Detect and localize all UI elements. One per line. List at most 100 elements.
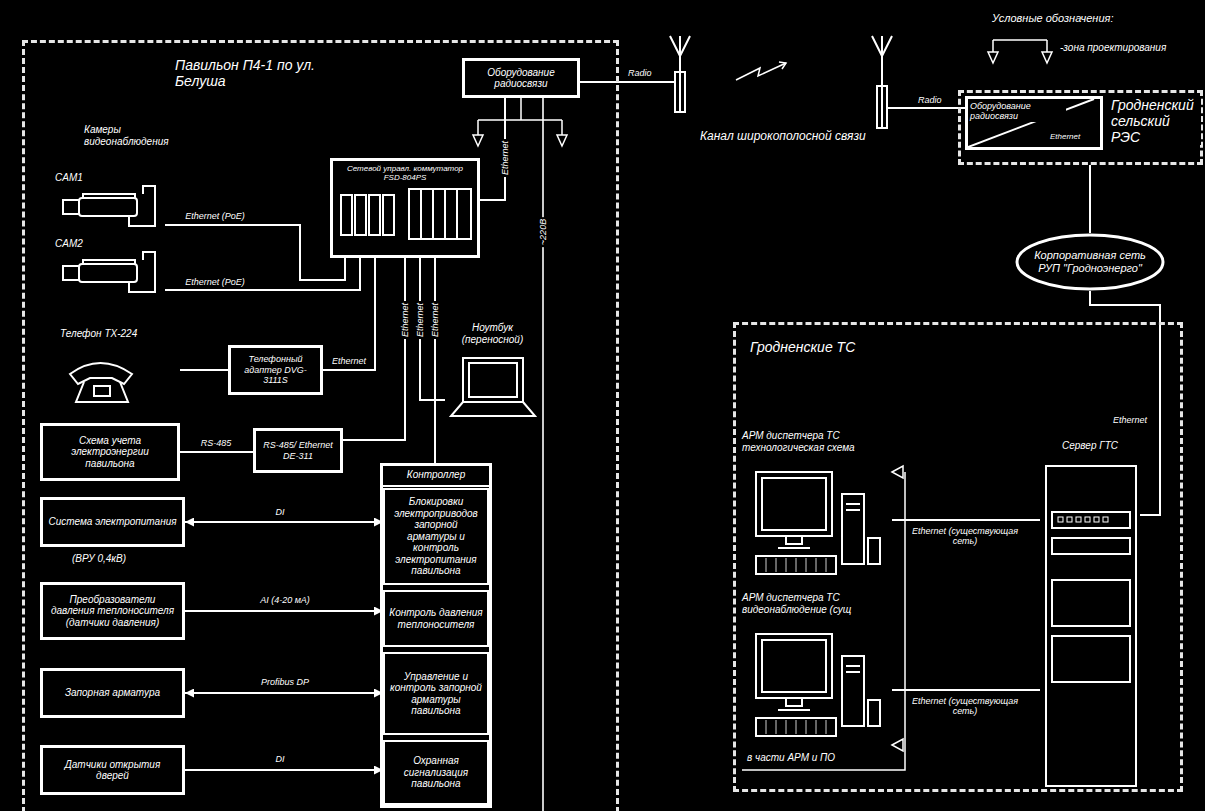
signal-label: RS-485 (199, 438, 234, 448)
converter-box: RS-485/ Ethernet DE-311 (253, 428, 343, 473)
node-text: Датчики открытия дверей (47, 759, 178, 782)
signal-label: Ethernet (1111, 415, 1149, 425)
network-switch-box: Сетевой управл. коммутатор FSD-804PS (330, 158, 480, 258)
design-zone-region: Павильон П4-1 по ул. Белуша Оборудование … (22, 40, 619, 811)
note-label: в части АРМ и ПО (745, 752, 837, 764)
signal-label: Ethernet (500, 139, 510, 177)
node-text: RS-485/ Ethernet DE-311 (260, 440, 336, 461)
node-text: Сервер ГТС (1062, 440, 1118, 452)
antenna-left (580, 36, 690, 112)
signal-label: Ethernet (430, 301, 440, 339)
workstation-icon (742, 592, 892, 747)
connector (185, 769, 383, 771)
connector (434, 258, 436, 463)
connector (1089, 165, 1091, 233)
node-text: АРМ диспетчера ТС технологическая схема (742, 430, 892, 453)
node-text: CAM1 (55, 172, 83, 184)
radio-link-symbol (736, 62, 786, 80)
node-text: Запорная арматура (65, 687, 160, 699)
node-text: АРМ диспетчера ТС видеонаблюдение (сущ (742, 592, 892, 615)
heat-network-region: Гродненские ТС АРМ диспетчера ТС технолог… (733, 322, 1183, 792)
telephone: Телефон TX-224 (60, 328, 180, 408)
signal-label: AI (4-20 мА) (258, 595, 312, 605)
signal-label: DI (274, 754, 287, 764)
signal-label: Ethernet (PoE) (183, 211, 247, 221)
laptop: Ноутбук (переносной) (445, 322, 540, 425)
region-heading: Гродненский сельский РЭС (1111, 97, 1201, 145)
node-text: Оборудование радиосвязи (469, 67, 573, 90)
connector (892, 519, 1040, 521)
connector (165, 225, 345, 280)
phone-adapter-box: Телефонный адаптер DVG-3111S (228, 345, 323, 395)
door-sensor-box: Датчики открытия дверей (40, 745, 185, 795)
legend-text: -зона проектирования (1058, 42, 1168, 54)
controller-function: Контроль давления теплоносителя (383, 590, 489, 647)
power-line (542, 98, 544, 811)
signal-label: Ethernet (330, 356, 368, 366)
workstation: АРМ диспетчера ТС видеонаблюдение (сущ (742, 592, 892, 747)
node-text: Корпоративная сеть РУП "Гродноэнерго" (1033, 249, 1147, 274)
radio-equipment-box: Оборудование радиосвязи (462, 58, 580, 98)
res-region: Гродненский сельский РЭСОборудование рад… (958, 90, 1203, 165)
signal-label: DI (274, 507, 287, 517)
node-text: Телефон TX-224 (60, 328, 137, 340)
controller-function: Управление и контроль запорной арматуры … (383, 652, 489, 735)
connector (892, 689, 1040, 691)
connector (343, 258, 405, 440)
node-text: Охранная сигнализация павильона (389, 755, 483, 790)
phone-icon (60, 328, 180, 408)
region-heading: Павильон П4-1 по ул. Белуша (175, 57, 365, 89)
connector (185, 610, 383, 612)
node-text: Контроллер (407, 469, 465, 481)
connector (185, 521, 383, 523)
node-text: Преобразователи давления теплоносителя (… (47, 594, 178, 629)
connector (165, 258, 360, 290)
connector (180, 451, 253, 453)
group-caption: Камеры видеонаблюдения (82, 124, 196, 147)
legend-sample (988, 40, 1052, 63)
region-heading: Оборудование радиосвязи (970, 101, 1066, 122)
node-text: Схема учета электроэнергии павильона (47, 435, 173, 470)
metering-box: Схема учета электроэнергии павильона (40, 423, 180, 481)
connector (185, 692, 383, 694)
node-text: Телефонный адаптер DVG-3111S (235, 354, 316, 385)
signal-label: Ethernet (PoE) (183, 277, 247, 287)
pressure-sensor-box: Преобразователи давления теплоносителя (… (40, 582, 185, 640)
server-rack: Сервер ГТС (1040, 440, 1140, 790)
node-text: Ноутбук (переносной) (445, 322, 540, 345)
signal-label: Ethernet (400, 301, 410, 339)
server-rack-icon (1040, 440, 1140, 790)
camera: CAM1 (55, 172, 165, 234)
controller-function: Блокировки электроприводов запорной арма… (383, 488, 489, 585)
signal-label: Ethernet (существующая сеть) (908, 696, 1022, 717)
legend-title: Условные обозначения: (990, 12, 1115, 25)
node-text: Блокировки электроприводов запорной арма… (389, 496, 483, 577)
channel-caption: Канал широкополосной связи (698, 130, 868, 144)
controller-box: КонтроллерБлокировки электроприводов зап… (380, 463, 492, 808)
workstation-icon (742, 430, 892, 585)
valve-box: Запорная арматура (40, 668, 185, 718)
connector (180, 369, 228, 371)
radio-equipment-box: Оборудование радиосвязиEthernet (965, 96, 1103, 150)
controller-function: Охранная сигнализация павильона (383, 740, 489, 805)
node-text: Система электропитания (48, 516, 176, 528)
signal-label: Ethernet (415, 301, 425, 339)
signal-label: Profibus DP (259, 677, 311, 687)
region-heading: Гродненские ТС (750, 339, 855, 355)
node-text: Сетевой управл. коммутатор FSD-804PS (337, 164, 473, 182)
camera: CAM2 (55, 238, 165, 300)
workstation: АРМ диспетчера ТС технологическая схема (742, 430, 892, 585)
node-text: Контроль давления теплоносителя (389, 607, 483, 630)
power-label: ~220В (538, 217, 548, 247)
link-label: Radio (916, 95, 944, 105)
zone-bracket-arm (742, 466, 905, 770)
note-label: (ВРУ 0,4кВ) (70, 553, 128, 565)
signal-label: Ethernet (существующая сеть) (908, 526, 1022, 547)
node-text: Управление и контроль запорной арматуры … (389, 671, 483, 717)
node-text: CAM2 (55, 238, 83, 250)
connector (323, 258, 375, 370)
zone-bracket (473, 98, 567, 146)
power-system-box: Система электропитания (40, 497, 185, 547)
